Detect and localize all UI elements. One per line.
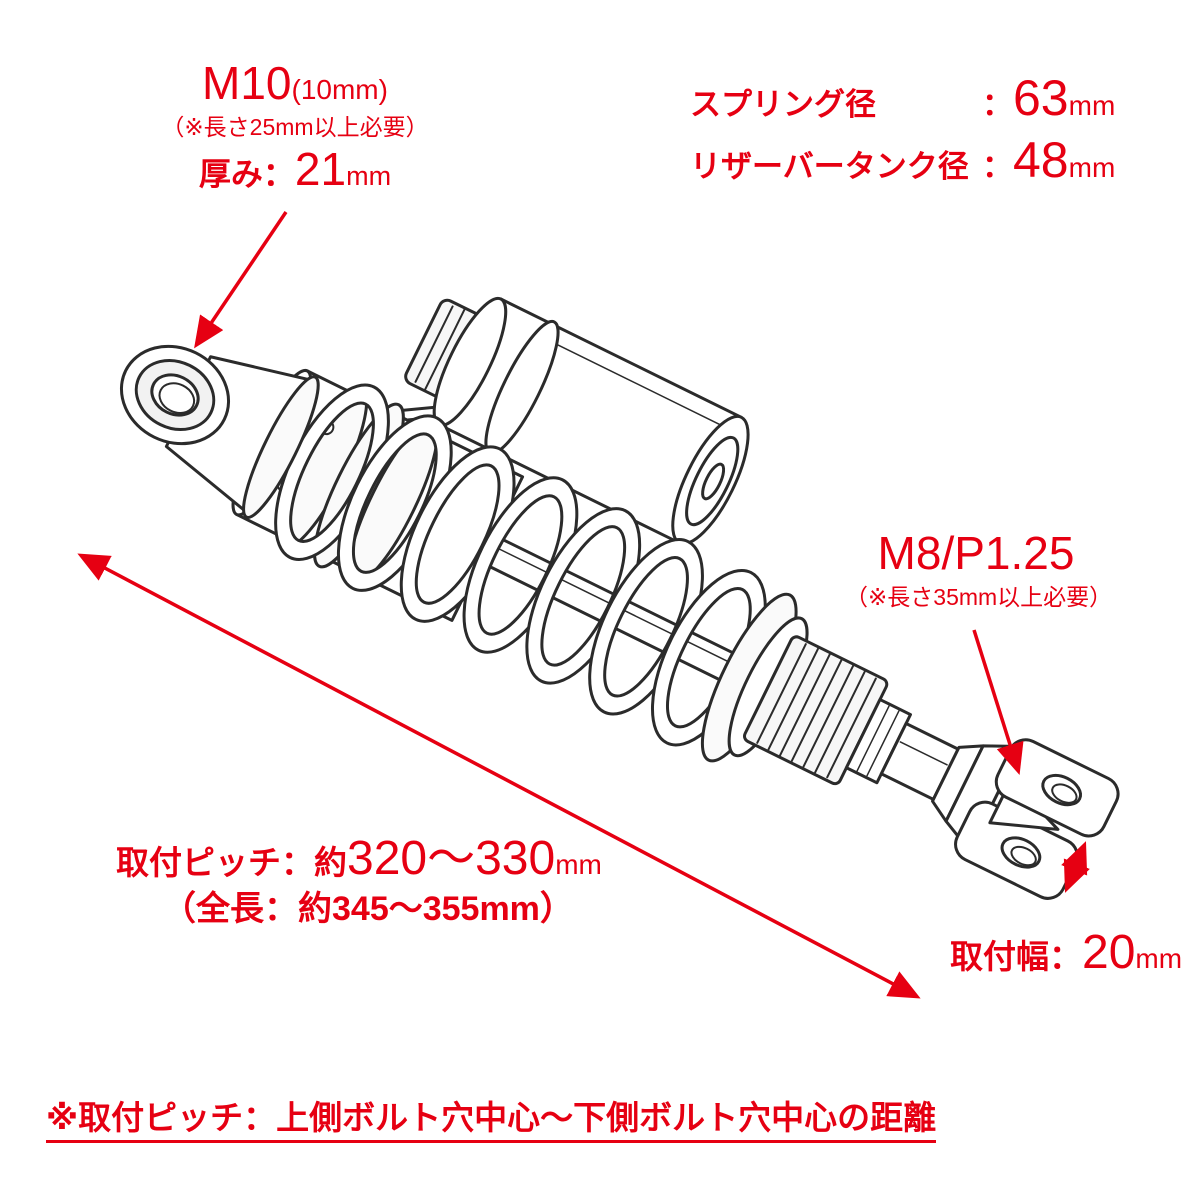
thickness-label: 厚み： [198,156,295,193]
footnote: ※取付ピッチ：上側ボルト穴中心〜下側ボルト穴中心の距離 [46,1099,937,1143]
width-arrow [1061,841,1090,893]
clevis-upper-bolt-hole [1041,773,1083,807]
pitch-arrow [77,553,921,999]
thickness-arrow [194,211,288,349]
upper-bolt-length-note: （※長さ25mm以上必要） [161,113,429,140]
upper-mount-annotation: M10(10mm) （※長さ25mm以上必要） 厚み：21mm [150,57,440,196]
shock-absorber-drawing [119,296,1120,900]
m8-arrow [972,629,1024,776]
pitch-value: 320〜330 [347,832,556,885]
spec-label: スプリング径 [690,87,876,122]
upper-bolt-size-line: M10(10mm) [150,57,440,110]
overall-length-note: （全長：約345〜355mm） [162,889,574,928]
thickness-unit: mm [346,161,392,192]
upper-bolt-hole-size: (10mm) [291,74,388,105]
mount-width-value: 20 [1082,926,1136,979]
upper-eyelet [119,344,320,519]
mount-width-unit: mm [1135,943,1183,974]
mount-width-label: 取付幅： [950,938,1082,975]
spec-value: 63 [1013,70,1069,126]
clevis-mount [944,738,1120,900]
footnote-text: ※取付ピッチ：上側ボルト穴中心〜下側ボルト穴中心の距離 [46,1099,937,1143]
lower-bolt-length-note: （※長さ35mm以上必要） [845,583,1113,610]
clevis-lower-bolt-hole [1000,836,1042,869]
pitch-label: 取付ピッチ：約 [116,844,347,881]
spec-value: 48 [1013,132,1069,188]
pitch-unit: mm [555,849,602,880]
spec-label: リザーバータンク径 [690,149,969,184]
lower-thread-spec: M8/P1.25 [877,527,1075,579]
lower-mount-annotation: M8/P1.25 （※長さ35mm以上必要） [845,527,1113,610]
thickness-line: 厚み：21mm [150,144,440,196]
annotation-arrows [77,211,1090,999]
upper-bolt-size: M10 [202,57,292,109]
thickness-value: 21 [294,143,347,196]
